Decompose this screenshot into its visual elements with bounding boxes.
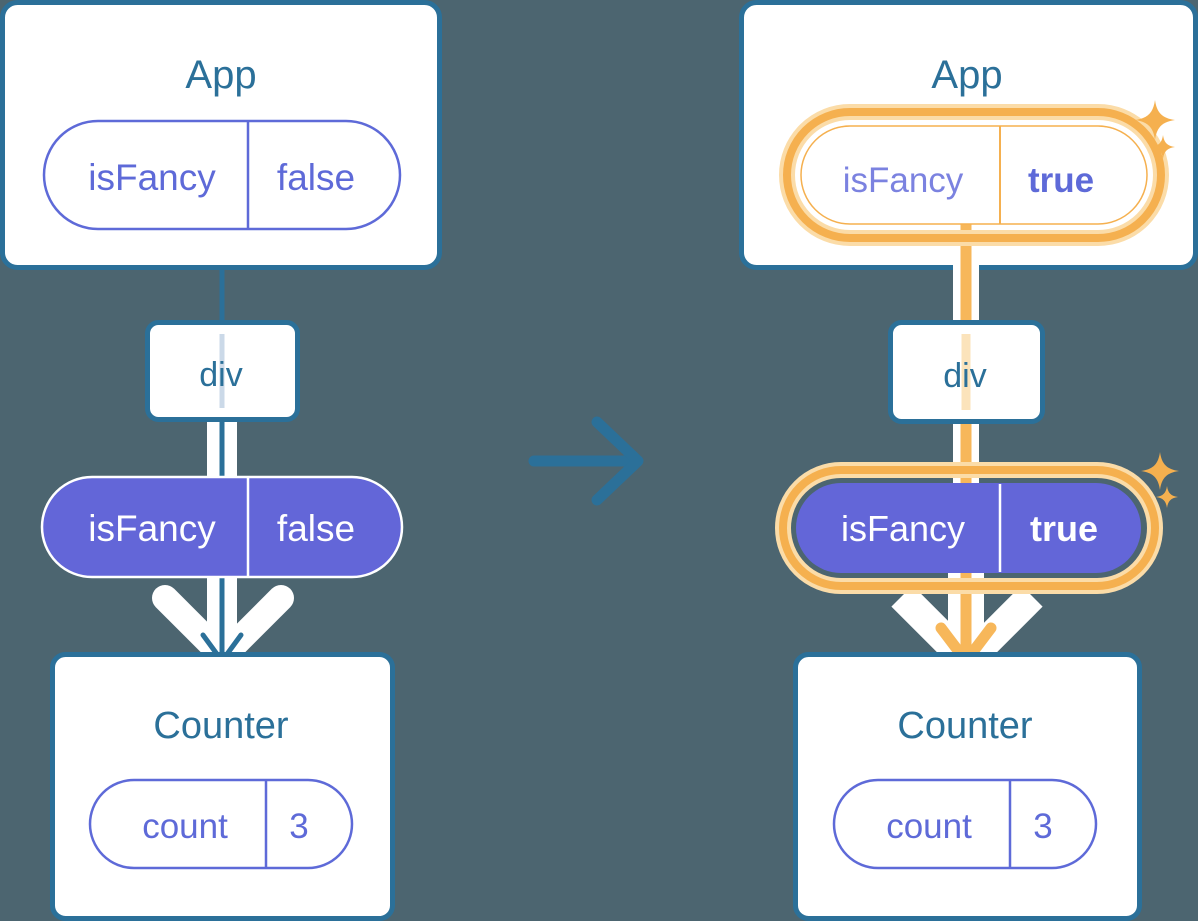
prop-pill-key-right: isFancy	[841, 508, 965, 549]
app-title-right: App	[931, 53, 1002, 97]
prop-pill-left	[40, 475, 404, 579]
app-pill-key-right: isFancy	[843, 161, 964, 200]
app-pill-value-left: false	[277, 157, 355, 198]
prop-pill-value-right: true	[1030, 508, 1098, 549]
prop-pill-highlight-ring-right	[779, 466, 1159, 590]
app-pill-left	[42, 119, 402, 231]
app-pill-value-right: true	[1028, 161, 1094, 200]
counter-title-right: Counter	[897, 705, 1033, 747]
counter-pill-right	[832, 778, 1098, 870]
counter-title-left: Counter	[153, 705, 289, 747]
counter-pill-key-left: count	[142, 807, 228, 846]
prop-arrow-right	[891, 565, 1043, 673]
panel-before: App isFancy false div isFan	[0, 0, 442, 921]
prop-pill-key-left: isFancy	[88, 508, 216, 549]
div-label-right: div	[943, 357, 986, 395]
div-label-left: div	[199, 356, 242, 394]
prop-arrow-left	[152, 565, 294, 671]
counter-pill-key-right: count	[886, 807, 972, 846]
app-pill-highlight-ring-right	[783, 108, 1165, 242]
app-pill-key-left: isFancy	[88, 157, 216, 198]
app-pill-right	[800, 125, 1148, 225]
prop-pill-right	[796, 483, 1141, 573]
counter-pill-left	[88, 778, 354, 870]
panel-after: App isFancy true div	[739, 0, 1198, 921]
transition-arrow-icon	[528, 416, 644, 506]
app-title-left: App	[185, 53, 256, 97]
counter-pill-value-left: 3	[289, 807, 308, 846]
prop-pill-value-left: false	[277, 508, 355, 549]
counter-pill-value-right: 3	[1033, 807, 1052, 846]
